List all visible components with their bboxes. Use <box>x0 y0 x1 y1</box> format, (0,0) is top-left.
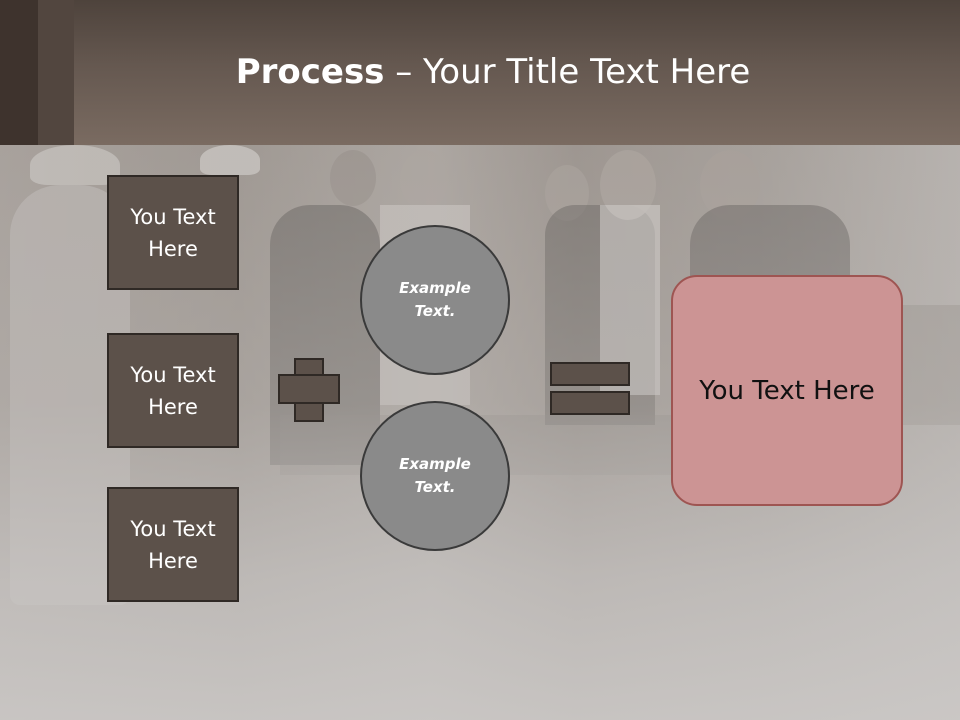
text-box-3[interactable]: You Text Here <box>107 487 239 602</box>
slide-title-rest: – Your Title Text Here <box>384 52 751 92</box>
plus-icon-center <box>296 376 322 402</box>
header-accent-secondary <box>38 0 74 145</box>
equals-icon-bottom-bar <box>550 391 630 415</box>
slide-title-bold: Process <box>235 52 385 92</box>
example-circle-1[interactable]: Example Text. <box>360 225 510 375</box>
text-box-2-label: You Text Here <box>130 362 216 419</box>
text-box-1[interactable]: You Text Here <box>107 175 239 290</box>
result-box-label: You Text Here <box>699 375 875 406</box>
text-box-1-label: You Text Here <box>130 204 216 261</box>
header-accent <box>0 0 38 145</box>
example-circle-2[interactable]: Example Text. <box>360 401 510 551</box>
example-circle-1-label: Example Text. <box>399 279 471 320</box>
text-box-2[interactable]: You Text Here <box>107 333 239 448</box>
text-box-3-label: You Text Here <box>130 516 216 573</box>
example-circle-2-label: Example Text. <box>399 455 471 496</box>
equals-icon-top-bar <box>550 362 630 386</box>
title-bar: Process – Your Title Text Here <box>0 0 960 145</box>
result-box[interactable]: You Text Here <box>671 275 903 506</box>
slide-title[interactable]: Process – Your Title Text Here <box>0 52 960 92</box>
